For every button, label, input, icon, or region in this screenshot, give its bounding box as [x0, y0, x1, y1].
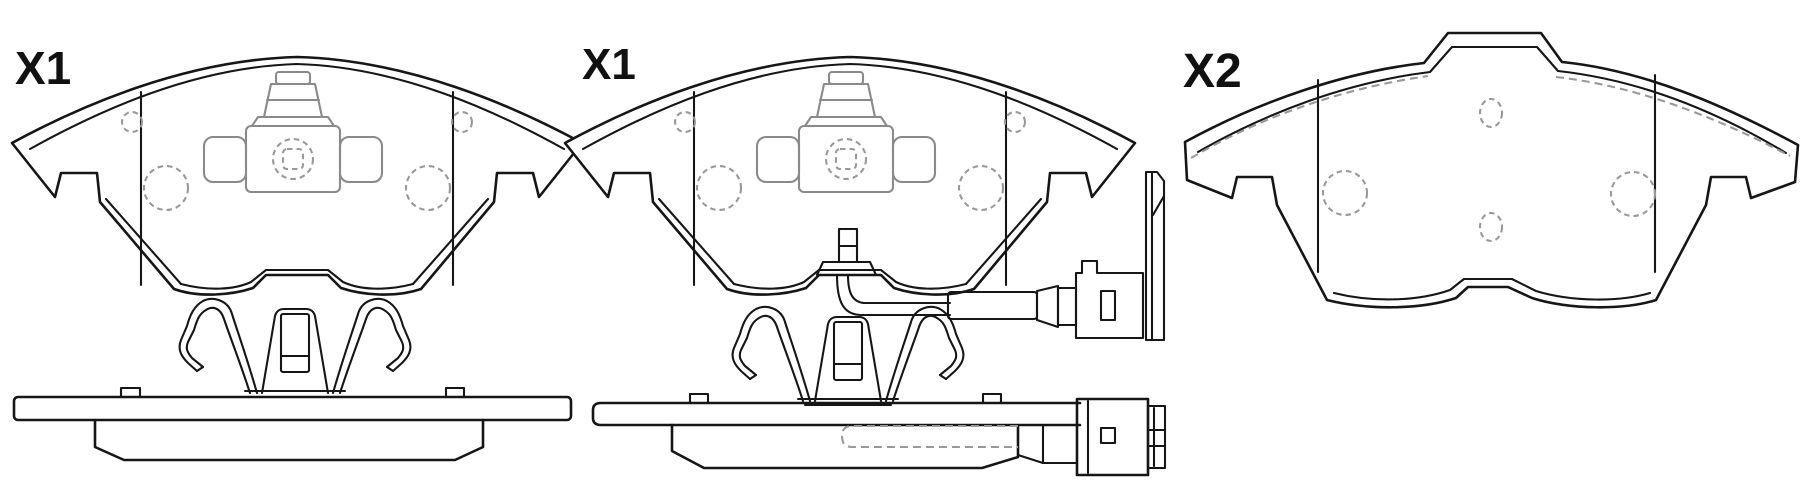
wear-sensor-assembly	[815, 170, 1166, 342]
part-3-group: X2	[1183, 31, 1800, 309]
part-2-friction-block-top-view	[670, 423, 1020, 470]
sensor-bracket-plate	[1144, 170, 1166, 342]
part-1-spring-clip	[178, 297, 412, 399]
part-3-outline	[1183, 31, 1800, 309]
connector-top-view-slot	[1099, 426, 1117, 445]
sensor-wire-sleeve	[946, 290, 1039, 321]
hidden-sensor-outline-dashed	[840, 424, 1018, 449]
part-3-inner-top-edge	[1196, 45, 1788, 155]
connector-top-view-cap	[1146, 404, 1167, 470]
part-2-backing-plate-top-view	[591, 401, 1082, 427]
hidden-plate-edge-dashed-right	[1555, 75, 1791, 157]
sensor-wire-inner	[846, 273, 952, 305]
sensor-wire-outer	[835, 273, 952, 317]
part-2-sensor-boot-line	[1016, 453, 1079, 465]
sensor-bracket-notch	[1151, 194, 1166, 217]
sensor-connector-neck	[1056, 286, 1078, 327]
part-2-plate-tab-left	[688, 392, 710, 405]
part-2-top-view	[591, 392, 1167, 477]
hidden-plate-edge-dashed-left	[1190, 74, 1429, 159]
part-3-quantity-label: X2	[1183, 45, 1242, 98]
part-3-hole-dashed-large-left	[1321, 169, 1369, 217]
part-2-group: X1	[563, 40, 1167, 477]
part-1-top-view	[12, 386, 573, 462]
part-2-spring-clip	[731, 305, 965, 407]
part-1-quantity-label: X1	[15, 42, 71, 94]
part-2-front-view	[563, 55, 1137, 296]
part-3-hole-dashed-small-bottom	[1478, 211, 1504, 243]
part-1-backing-plate-top-view	[12, 395, 573, 422]
part-1-group: X1	[10, 42, 584, 462]
part-1-plate-tab-left	[119, 386, 142, 399]
part-1-plate-tab-right	[444, 386, 466, 399]
part-3-hole-dashed-large-right	[1609, 170, 1657, 218]
part-1-front-view	[10, 55, 584, 296]
part-2-plate-tab-right	[981, 392, 1003, 405]
sensor-connector-body	[1074, 259, 1145, 340]
sensor-connector-slot	[1099, 289, 1117, 322]
part-1-friction-block-top-view	[93, 418, 485, 462]
part-2-quantity-label: X1	[582, 40, 636, 89]
part-3-hole-dashed-small-top	[1478, 97, 1504, 129]
part-2-connector-top-view	[1075, 397, 1167, 477]
sensor-collar	[815, 260, 878, 277]
sensor-strain-relief	[1035, 284, 1060, 329]
part-3-inner-bottom-edge	[1332, 277, 1652, 301]
